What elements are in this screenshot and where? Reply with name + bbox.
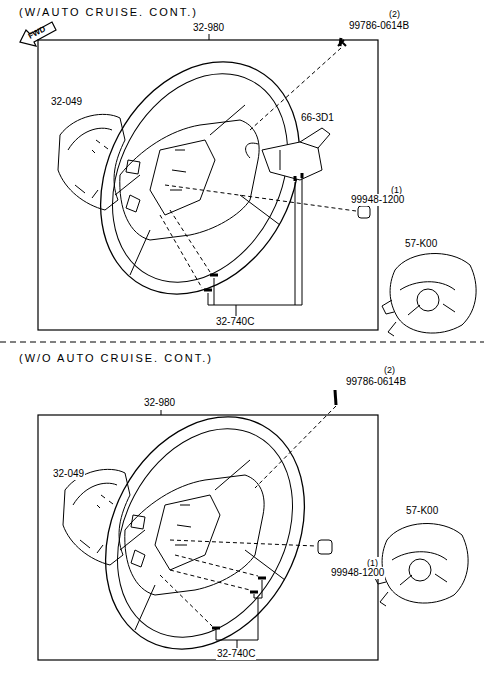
callout-number: (2) xyxy=(388,8,401,20)
part-number: 99948-1200 xyxy=(330,567,385,579)
part-number: 32-980 xyxy=(192,22,225,34)
part-number: 99786-0614B xyxy=(345,376,407,388)
part-number: 66-3D1 xyxy=(300,112,335,124)
part-number: 32-049 xyxy=(52,468,85,480)
part-number: 32-740C xyxy=(215,316,255,328)
part-number: 32-049 xyxy=(50,96,83,108)
section-heading: (W/O AUTO CRUISE. CONT.) xyxy=(18,352,214,364)
part-number: 99786-0614B xyxy=(348,20,410,32)
part-number: 32-980 xyxy=(143,397,176,409)
part-number: 57-K00 xyxy=(404,238,438,250)
section-heading: (W/AUTO CRUISE. CONT.) xyxy=(18,6,199,18)
part-number: 32-740C xyxy=(216,648,256,660)
callout-number: (2) xyxy=(383,364,396,376)
part-number: 99948-1200 xyxy=(350,194,405,206)
part-number: 57-K00 xyxy=(405,505,439,517)
